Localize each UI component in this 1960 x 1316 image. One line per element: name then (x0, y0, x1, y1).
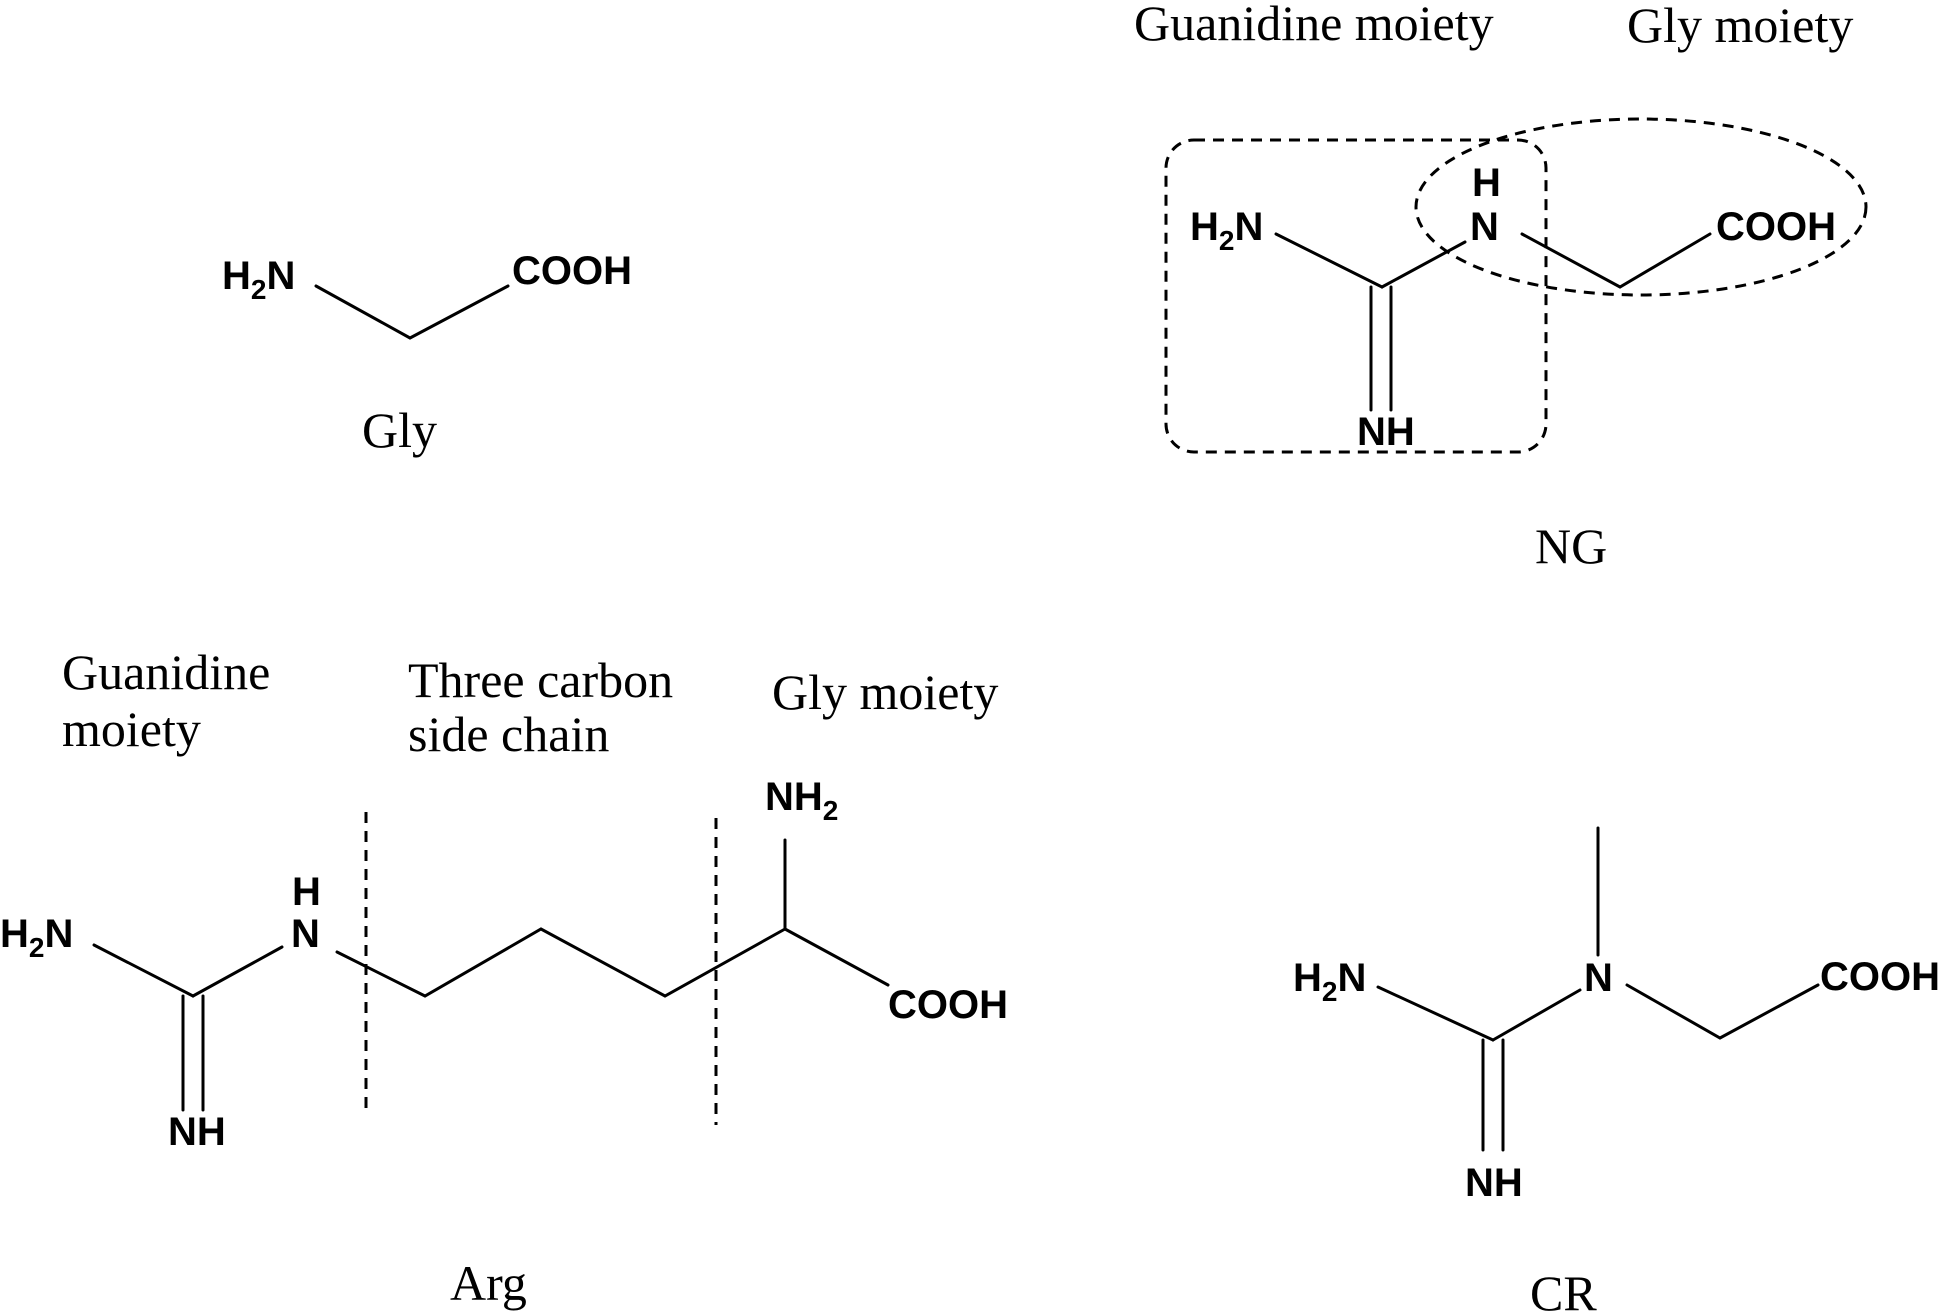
arg-carboxyl-label: COOH (888, 983, 1008, 1027)
arg-bond-side-chain (335, 927, 787, 998)
cr-n-methyl-label: N (1584, 956, 1613, 1000)
ng-bond-c-nh (1380, 240, 1467, 289)
arg-amine-label: H2N (0, 912, 73, 963)
ng-gly-ellipse (1414, 117, 1868, 297)
arg-chain-label-line2: side chain (408, 706, 609, 762)
arg-structure: Guanidine moiety Three carbon side chain… (0, 644, 1008, 1311)
arg-alpha-amine-label: NH2 (765, 775, 838, 826)
ng-imine-label: NH (1357, 410, 1415, 454)
arg-imine-label: NH (168, 1110, 226, 1154)
arg-guanidine-label-line2: moiety (62, 701, 201, 757)
gly-carboxyl-label: COOH (512, 249, 632, 293)
cr-structure: H2N N NH COOH CR (1293, 826, 1940, 1316)
cr-amine-label: H2N (1293, 956, 1366, 1007)
arg-caption: Arg (450, 1255, 527, 1311)
cr-caption: CR (1530, 1265, 1597, 1316)
ng-carboxyl-label: COOH (1716, 205, 1836, 249)
arg-bond-amine-c (92, 943, 195, 998)
ng-guanidine-box (1164, 138, 1548, 454)
ng-guanidine-moiety-label: Guanidine moiety (1134, 0, 1494, 51)
ng-nh-h-label: H (1472, 161, 1501, 205)
cr-bond-chain (1625, 983, 1820, 1040)
arg-guanidine-label-line1: Guanidine (62, 644, 270, 700)
cr-bond-amine-c (1376, 985, 1495, 1042)
ng-amine-label: H2N (1190, 205, 1263, 256)
cr-bond-c-n (1491, 988, 1582, 1042)
ng-gly-moiety-label: Gly moiety (1627, 0, 1853, 53)
arg-nh-h-label: H (292, 870, 321, 914)
gly-structure: H2N COOH Gly (222, 249, 632, 458)
arg-bond-c-nh (191, 945, 284, 998)
ng-bond-amine-c (1274, 232, 1384, 289)
arg-chain-label-line1: Three carbon (408, 652, 673, 708)
gly-bond-chain (314, 284, 510, 340)
gly-amine-label: H2N (222, 254, 295, 305)
arg-bond-alpha-carboxyl (783, 927, 890, 987)
cr-imine-label: NH (1465, 1161, 1523, 1205)
gly-caption: Gly (362, 402, 437, 458)
ng-caption: NG (1535, 518, 1607, 574)
ng-nh-n-label: N (1470, 205, 1499, 249)
ng-bond-chain (1520, 232, 1712, 289)
cr-carboxyl-label: COOH (1820, 955, 1940, 999)
ng-structure: Guanidine moiety Gly moiety H2N H N NH C… (1134, 0, 1868, 574)
arg-nh-n-label: N (291, 912, 320, 956)
arg-gly-moiety-label: Gly moiety (772, 664, 998, 720)
